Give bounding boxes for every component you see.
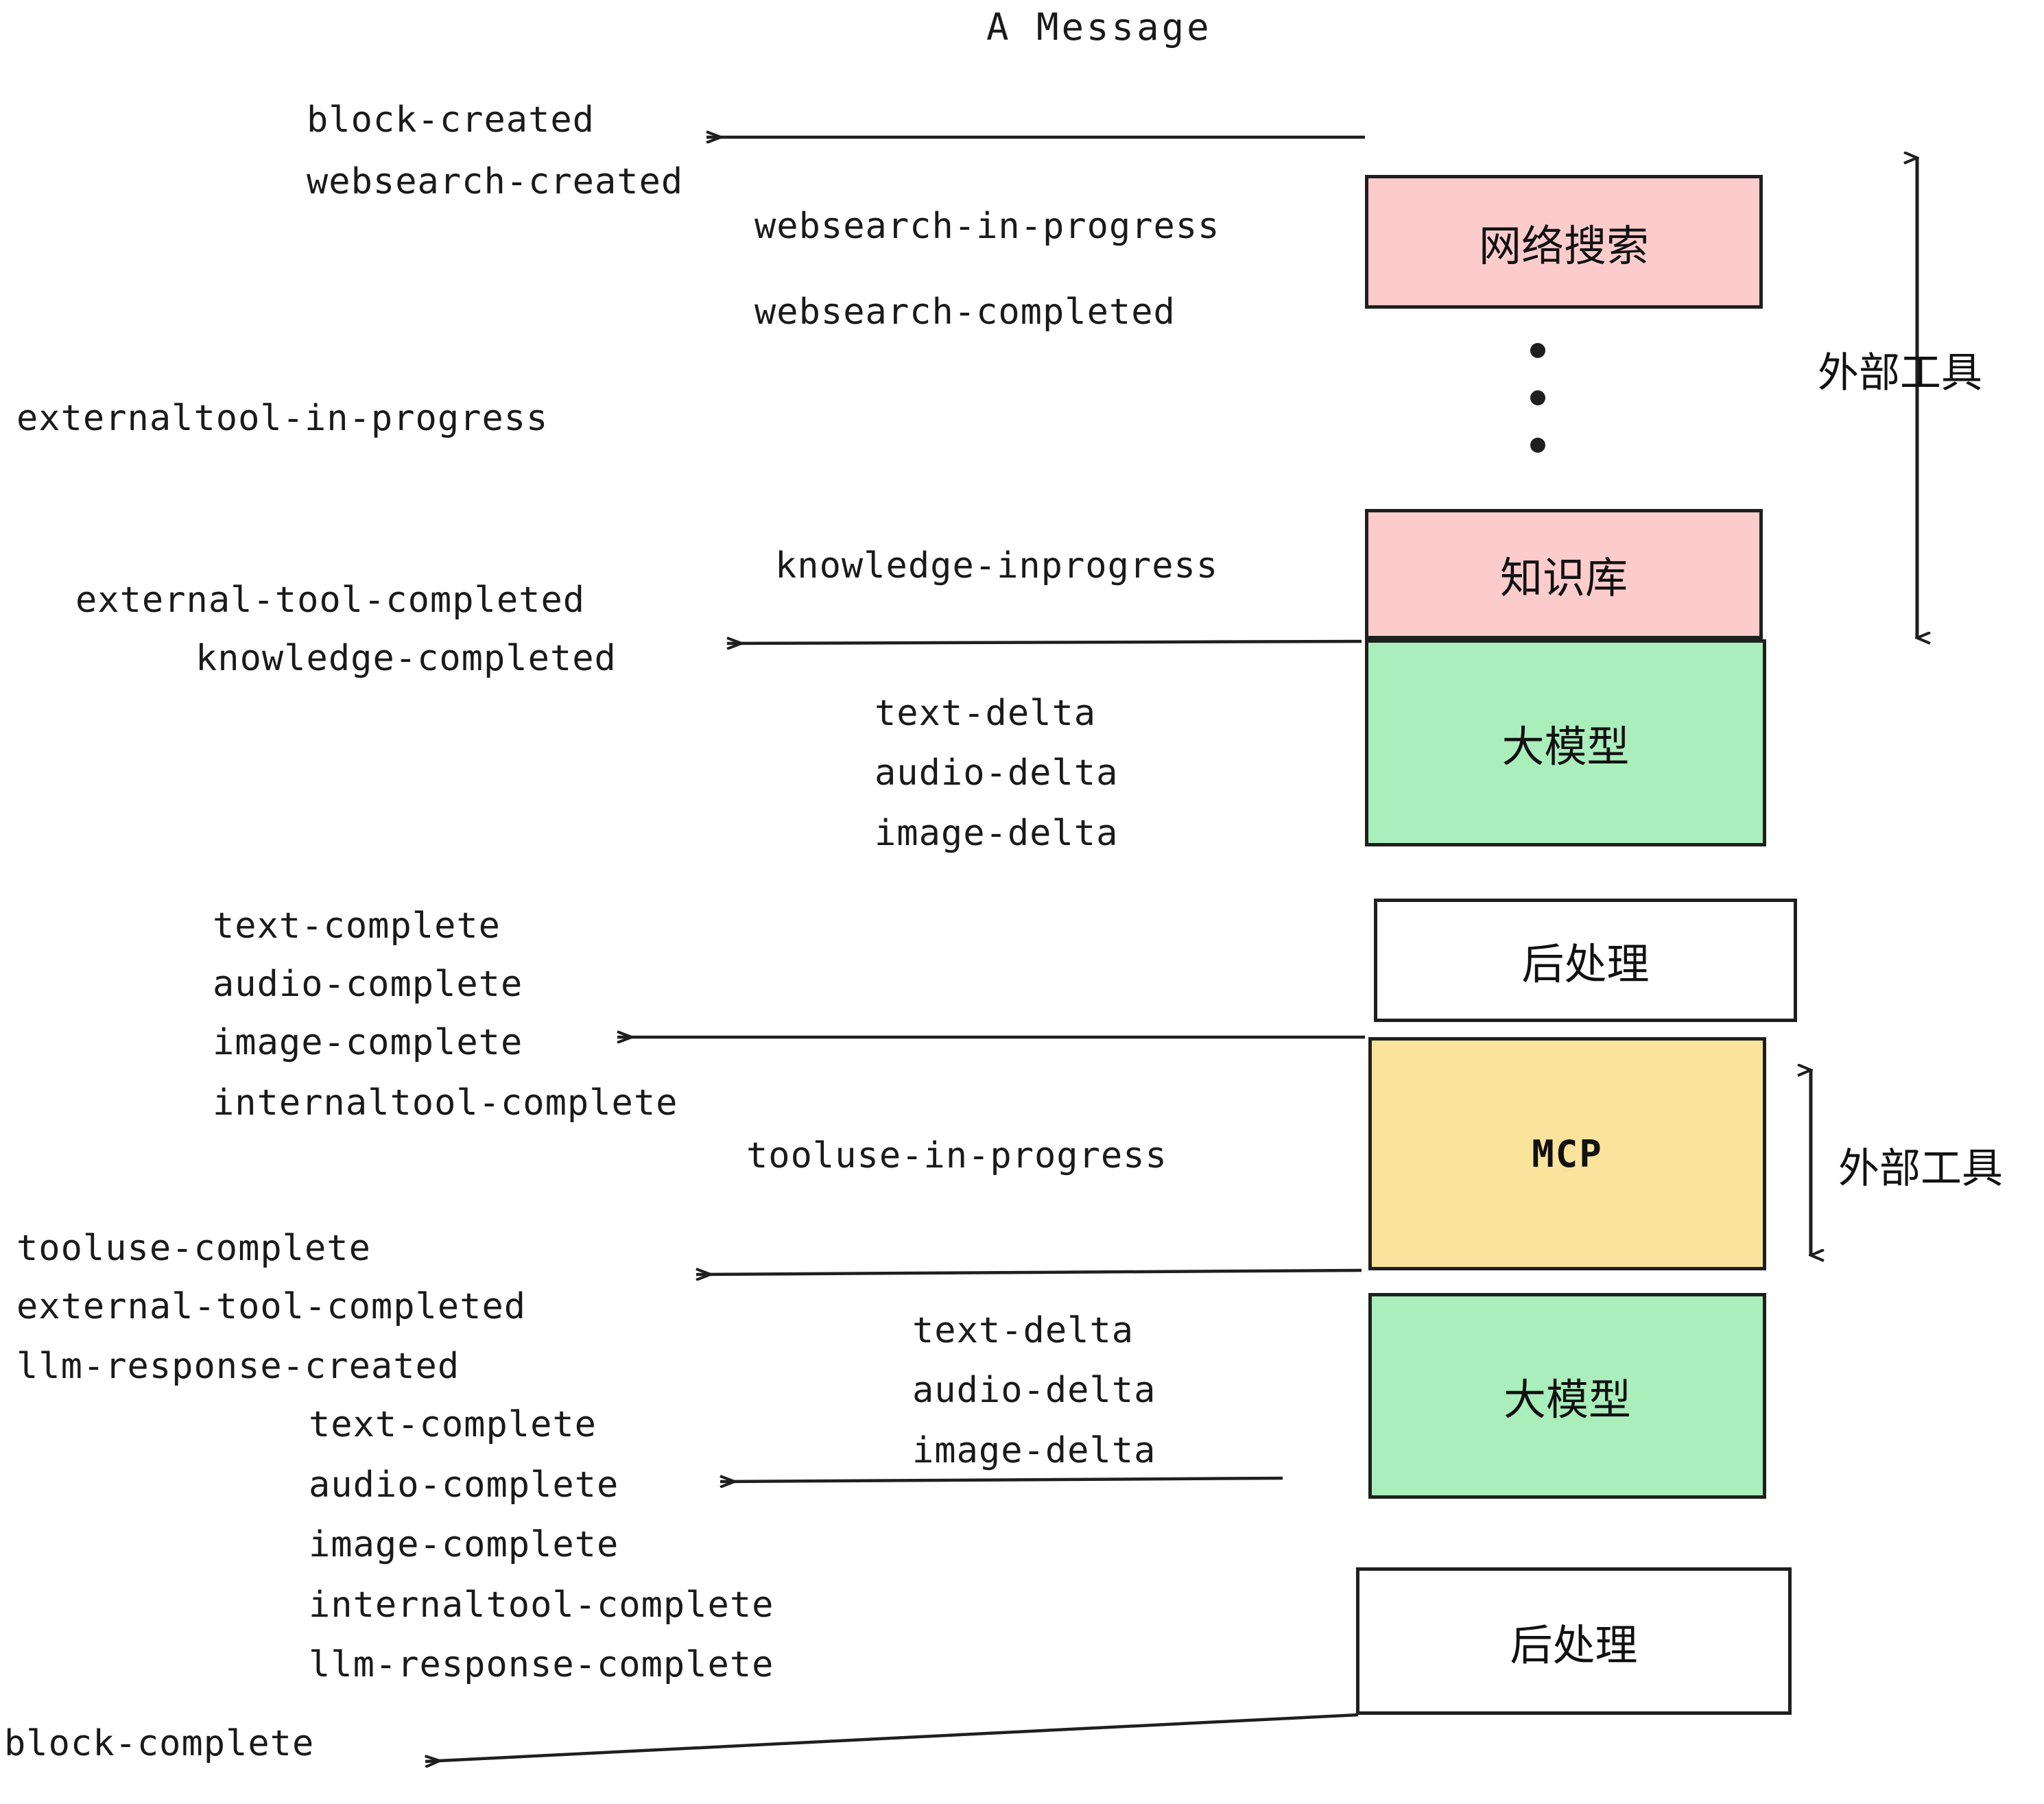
node-postprocess-top-label: 后处理 xyxy=(1521,939,1650,989)
ellipsis-icon xyxy=(1530,343,1546,453)
node-llm-top-label: 大模型 xyxy=(1501,722,1630,772)
event-image-delta-1: image-delta xyxy=(875,813,1119,854)
event-externaltool-in-progress: externaltool-in-progress xyxy=(16,398,549,439)
node-postprocess-bottom: 后处理 xyxy=(1356,1567,1792,1715)
event-tooluse-in-progress: tooluse-in-progress xyxy=(746,1135,1167,1176)
side-label-external-tools-top: 外部工具 xyxy=(1818,349,1982,397)
event-llm-response-complete: llm-response-complete xyxy=(309,1644,774,1685)
node-llm-bottom: 大模型 xyxy=(1368,1293,1766,1499)
event-knowledge-completed: knowledge-completed xyxy=(195,638,617,679)
node-llm-bottom-label: 大模型 xyxy=(1503,1375,1631,1425)
node-websearch-label: 网络搜索 xyxy=(1478,220,1649,271)
event-block-complete: block-complete xyxy=(4,1723,315,1764)
event-text-delta-1: text-delta xyxy=(875,693,1097,734)
event-internaltool-complete-1: internaltool-complete xyxy=(213,1082,678,1124)
event-image-complete-1: image-complete xyxy=(213,1022,523,1063)
event-text-complete-2: text-complete xyxy=(309,1404,597,1445)
node-mcp-label: MCP xyxy=(1532,1132,1603,1176)
page-title: A Message xyxy=(986,5,1212,49)
event-audio-complete-2: audio-complete xyxy=(309,1464,619,1506)
event-external-tool-completed-1: external-tool-completed xyxy=(75,580,586,621)
event-text-delta-2: text-delta xyxy=(912,1310,1134,1351)
event-tooluse-complete: tooluse-complete xyxy=(16,1228,371,1269)
event-text-complete-1: text-complete xyxy=(213,905,501,947)
node-knowledge: 知识库 xyxy=(1365,509,1763,639)
event-websearch-created: websearch-created xyxy=(307,161,684,202)
event-websearch-completed: websearch-completed xyxy=(754,292,1176,333)
event-audio-delta-1: audio-delta xyxy=(875,752,1119,794)
event-external-tool-completed-2: external-tool-completed xyxy=(16,1286,527,1327)
arrow-postprocess-to-blockcomplete xyxy=(425,1713,1359,1761)
event-websearch-in-progress: websearch-in-progress xyxy=(754,206,1220,247)
event-image-complete-2: image-complete xyxy=(309,1524,619,1565)
event-internaltool-complete-2: internaltool-complete xyxy=(309,1585,774,1626)
node-mcp: MCP xyxy=(1368,1037,1766,1270)
node-postprocess-bottom-label: 后处理 xyxy=(1510,1619,1638,1670)
event-block-created: block-created xyxy=(307,99,595,141)
node-postprocess-top: 后处理 xyxy=(1374,899,1797,1022)
side-label-external-tools-bottom: 外部工具 xyxy=(1838,1145,2003,1193)
node-websearch: 网络搜索 xyxy=(1365,175,1763,309)
event-audio-delta-2: audio-delta xyxy=(912,1370,1156,1411)
event-llm-response-created: llm-response-created xyxy=(16,1346,460,1387)
arrow-mcp-to-tooluse-complete xyxy=(696,1270,1362,1274)
event-knowledge-inprogress: knowledge-inprogress xyxy=(775,545,1219,586)
arrow-knowledge-to-completed xyxy=(727,641,1362,643)
node-knowledge-label: 知识库 xyxy=(1499,553,1628,603)
arrow-llm-to-audiocomplete xyxy=(720,1478,1283,1482)
node-llm-top: 大模型 xyxy=(1365,639,1766,846)
event-image-delta-2: image-delta xyxy=(912,1430,1156,1471)
event-audio-complete-1: audio-complete xyxy=(213,964,523,1005)
